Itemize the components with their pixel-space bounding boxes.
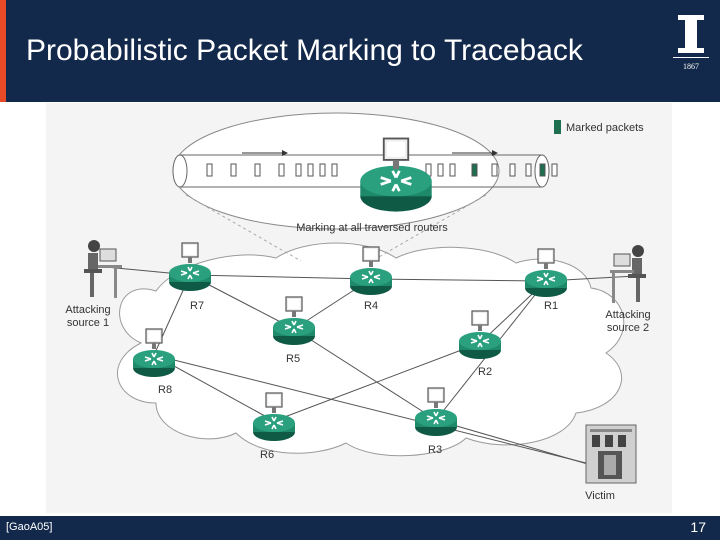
attacker-1-label-line2: source 1 xyxy=(67,317,109,329)
slide-title: Probabilistic Packet Marking to Tracebac… xyxy=(26,34,583,67)
router-label-r3: R3 xyxy=(428,444,442,456)
attacker-2-label-line2: source 2 xyxy=(607,322,649,334)
attacker-1-label-line1: Attacking xyxy=(65,304,110,316)
attacker-2-figure xyxy=(610,245,646,303)
router-label-r4: R4 xyxy=(364,300,378,312)
router-r1 xyxy=(524,248,568,298)
router-label-r5: R5 xyxy=(286,353,300,365)
victim-server xyxy=(585,424,637,484)
router-label-r7: R7 xyxy=(190,300,204,312)
network-cloud xyxy=(116,242,625,457)
router-label-r6: R6 xyxy=(260,449,274,461)
page-number: 17 xyxy=(690,519,706,535)
router-r7 xyxy=(168,242,212,292)
zoom-caption: Marking at all traversed routers xyxy=(296,222,448,234)
slide-header: Probabilistic Packet Marking to Tracebac… xyxy=(0,0,720,102)
legend-swatch xyxy=(554,120,561,134)
attacker-2-label-line1: Attacking xyxy=(605,309,650,321)
attacker-1-figure xyxy=(84,240,122,298)
legend-label: Marked packets xyxy=(566,122,644,134)
traceback-diagram: Marking at all traversed routers Marked … xyxy=(46,103,672,513)
packet-stream xyxy=(206,163,558,177)
router-label-r1: R1 xyxy=(544,300,558,312)
slide-footer: [GaoA05] 17 xyxy=(0,516,720,540)
victim-label: Victim xyxy=(585,490,615,502)
router-label-r2: R2 xyxy=(478,366,492,378)
citation: [GaoA05] xyxy=(6,521,53,533)
router-label-r8: R8 xyxy=(158,384,172,396)
network-figure: Marking at all traversed routers Marked … xyxy=(65,112,651,502)
header-accent-bar xyxy=(0,0,6,102)
university-logo: 1867 xyxy=(673,15,709,71)
logo-year: 1867 xyxy=(683,62,699,71)
